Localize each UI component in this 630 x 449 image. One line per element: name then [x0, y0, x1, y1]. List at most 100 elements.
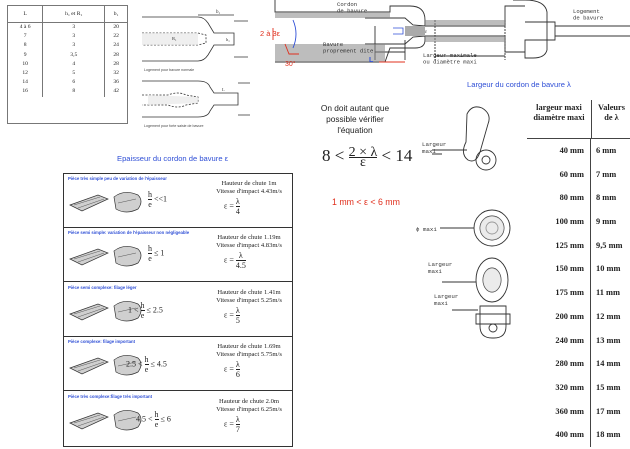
label-L: L — [369, 57, 374, 64]
label-30deg: 30° — [285, 60, 296, 68]
lambda-value: 7 mm — [596, 169, 617, 179]
col-header: L — [8, 6, 44, 23]
intro-line-3: l'équation — [337, 125, 373, 135]
forging-case-row: Pièce semi simple: variation de l'épaiss… — [64, 228, 292, 283]
lambda-row: 240 mm 13 mm — [527, 328, 630, 353]
section-largeur-title: Largeur du cordon de bavure λ — [467, 80, 571, 89]
largeur-value: 280 mm — [527, 352, 591, 376]
caption-normale: Logement pour bavure normale — [144, 68, 194, 72]
lambda-value: 9,5 mm — [596, 240, 623, 250]
table-cell: 24 — [113, 42, 119, 49]
forging-case-row: Pièce très simple peu de variation de l'… — [64, 174, 292, 228]
lambda-value: 9 mm — [596, 217, 617, 227]
lambda-value: 6 mm — [596, 146, 617, 155]
table-cell: 5 — [42, 69, 106, 79]
forging-cases-grid: Pièce très simple peu de variation de l'… — [63, 173, 293, 447]
ineq-left: 8 < — [322, 146, 345, 165]
largeur-value: 150 mm — [527, 257, 591, 282]
lambda-values-table: largeur maxi diamètre maxi Valeurs de λ … — [527, 100, 630, 447]
part-sketch — [69, 409, 142, 430]
logement-sketch: b₁ R₁ h₁ L Logement pour bavure normale … — [142, 10, 250, 128]
largeur-value: 400 mm — [527, 423, 591, 447]
vitesse-impact: Vitesse d'impact 6.25m/s — [216, 405, 282, 413]
largeur-value: 240 mm — [527, 328, 591, 353]
table-cell: 3 — [42, 32, 106, 42]
lambda-row: 150 mm 10 mm — [527, 257, 630, 282]
col-largeur-maxi: largeur maxi diamètre maxi — [527, 100, 592, 138]
table-cell: 4 — [42, 59, 106, 70]
table-cell: 16 — [8, 87, 44, 97]
eps-range: 1 mm < ε < 6 mm — [332, 197, 400, 207]
table-cell: 3 — [42, 41, 106, 51]
vitesse-impact: Vitesse d'impact 5.25m/s — [216, 296, 282, 304]
largeur-value: 320 mm — [527, 375, 591, 400]
table-cell: 8 — [42, 87, 106, 97]
ineq-numerator: 2 × λ — [348, 144, 378, 160]
label-2-3-eps: 2 à 3ε — [260, 29, 281, 38]
hauteur-chute: Hauteur de chute 1m — [221, 180, 277, 187]
table-cell: 8 — [8, 41, 44, 51]
section-epaisseur-title: Epaisseur du cordon de bavure ε — [117, 154, 229, 163]
hauteur-chute: Hauteur de chute 1.41m — [217, 288, 281, 296]
label-h1: h₁ — [226, 37, 230, 42]
lambda-row: 175 mm 11 mm — [527, 281, 630, 305]
table-cell: 20 — [113, 24, 119, 30]
lambda-value: 8 mm — [596, 193, 617, 203]
part-sketch — [69, 355, 142, 376]
table-cell: 3 — [42, 22, 106, 33]
intro-line-1: On doit autant que — [320, 103, 390, 113]
vitesse-impact: Vitesse d'impact 4.43m/s — [216, 188, 282, 195]
lambda-value: 10 mm — [596, 264, 621, 274]
forging-case-row: Pièce très complexe:filage très importan… — [64, 392, 292, 446]
table-cell: 6 — [42, 78, 106, 88]
largeur-value: 200 mm — [527, 304, 591, 329]
lambda-row: 100 mm 9 mm — [527, 210, 630, 234]
table-cell: 12 — [8, 69, 44, 79]
caption-forte: Logement pour forte saisie de bavure — [144, 124, 204, 128]
lambda-value: 13 mm — [596, 335, 621, 345]
table-cell: 9 — [8, 50, 44, 60]
table-cell: 7 — [8, 32, 44, 42]
equation-intro: On doit autant que possible vérifier l'é… — [305, 103, 405, 136]
lambda-value: 15 mm — [596, 382, 621, 392]
col-header: b₁ — [104, 6, 127, 23]
col-valeurs-lambda: Valeurs de λ — [598, 103, 625, 122]
lambda-value: 11 mm — [596, 288, 620, 298]
lambda-value: 17 mm — [596, 406, 621, 416]
largeur-value: 175 mm — [527, 281, 591, 305]
inequation: 8 < 2 × λ ε < 14 — [322, 144, 412, 169]
case-title: Pièce très simple peu de variation de l'… — [68, 176, 167, 181]
table-cell: 4 à 6 — [8, 22, 44, 33]
largeur-value: 100 mm — [527, 210, 591, 234]
hauteur-chute: Hauteur de chute 1.69m — [217, 343, 281, 351]
table-cell: 14 — [8, 78, 44, 88]
col-header: h₁ et R₁ — [42, 6, 106, 23]
table-cell: 10 — [8, 59, 44, 70]
table-cell: 3,5 — [42, 50, 106, 60]
